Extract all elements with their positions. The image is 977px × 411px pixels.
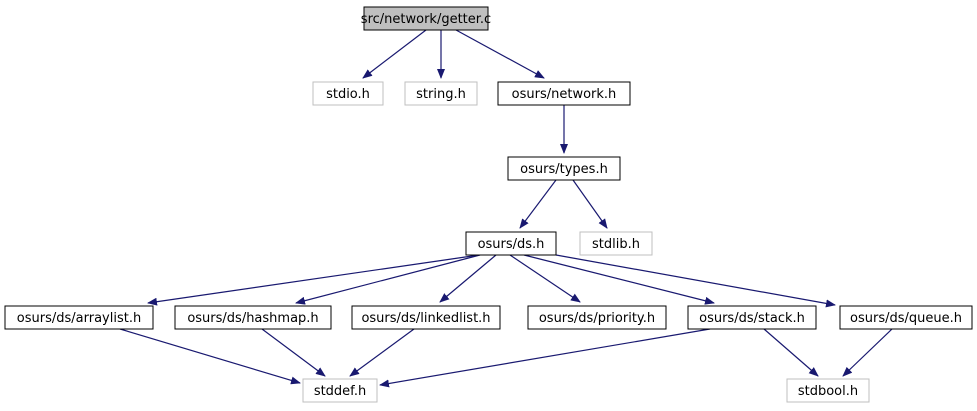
node-label: stdbool.h	[798, 384, 858, 399]
node-hashmap-h[interactable]: osurs/ds/hashmap.h	[174, 305, 332, 330]
edge-linkedlist-h-to-stddef-h	[349, 328, 415, 377]
edge-ds-h-to-queue-h	[555, 254, 836, 308]
node-label: osurs/ds.h	[478, 237, 545, 252]
node-stddef-h[interactable]: stddef.h	[302, 378, 378, 403]
node-label: string.h	[416, 87, 466, 102]
node-label: osurs/ds/hashmap.h	[187, 311, 318, 326]
node-label: osurs/ds/priority.h	[539, 311, 655, 326]
node-stdio-h[interactable]: stdio.h	[312, 81, 384, 106]
edge-types-h-to-stdlib-h	[572, 179, 608, 229]
node-network-h[interactable]: osurs/network.h	[497, 81, 631, 106]
node-box	[363, 6, 489, 31]
edge-ds-h-to-arraylist-h	[147, 254, 480, 306]
node-label: stdio.h	[326, 87, 370, 102]
node-label: stddef.h	[314, 384, 366, 399]
node-stdlib-h[interactable]: stdlib.h	[579, 231, 653, 256]
node-ds-h[interactable]: osurs/ds.h	[465, 231, 557, 256]
node-linkedlist-h[interactable]: osurs/ds/linkedlist.h	[351, 305, 501, 330]
node-box	[687, 305, 817, 330]
node-stack-h[interactable]: osurs/ds/stack.h	[687, 305, 817, 330]
node-label: osurs/network.h	[512, 87, 617, 102]
node-queue-h[interactable]: osurs/ds/queue.h	[839, 305, 973, 330]
node-priority-h[interactable]: osurs/ds/priority.h	[527, 305, 667, 330]
edge-ds-h-to-linkedlist-h	[439, 254, 497, 303]
edge-stack-h-to-stdbool-h	[763, 328, 819, 377]
edge-hashmap-h-to-stddef-h	[261, 328, 326, 377]
edge-ds-h-to-priority-h	[509, 254, 581, 303]
node-string-h[interactable]: string.h	[404, 81, 478, 106]
edge-ds-h-to-hashmap-h	[295, 254, 481, 305]
node-arraylist-h[interactable]: osurs/ds/arraylist.h	[4, 305, 154, 330]
node-box	[786, 378, 870, 403]
edge-arraylist-h-to-stddef-h	[119, 328, 301, 385]
node-label: osurs/ds/stack.h	[699, 311, 805, 326]
node-box	[507, 156, 621, 181]
node-box	[404, 81, 478, 106]
node-box	[4, 305, 154, 330]
node-box	[174, 305, 332, 330]
node-label: src/network/getter.c	[361, 12, 491, 27]
node-box	[579, 231, 653, 256]
edge-stack-h-to-stddef-h	[379, 328, 711, 388]
node-label: osurs/ds/arraylist.h	[17, 311, 141, 326]
edges-layer	[119, 29, 893, 388]
node-label: osurs/ds/queue.h	[850, 311, 962, 326]
node-label: osurs/types.h	[520, 162, 608, 177]
node-stdbool-h[interactable]: stdbool.h	[786, 378, 870, 403]
node-box	[527, 305, 667, 330]
node-getter-c[interactable]: src/network/getter.c	[361, 6, 491, 31]
node-box	[497, 81, 631, 106]
node-box	[839, 305, 973, 330]
node-label: stdlib.h	[592, 237, 640, 252]
node-box	[312, 81, 384, 106]
edge-getter-c-to-network-h	[455, 29, 545, 79]
edge-ds-h-to-stack-h	[523, 254, 715, 305]
node-box	[302, 378, 378, 403]
node-box	[465, 231, 557, 256]
nodes-layer: src/network/getter.c stdio.h string.h osurs…	[4, 6, 973, 403]
edge-getter-c-to-stdio-h	[362, 29, 427, 79]
node-types-h[interactable]: osurs/types.h	[507, 156, 621, 181]
node-box	[351, 305, 501, 330]
node-label: osurs/ds/linkedlist.h	[361, 311, 490, 326]
edge-types-h-to-ds-h	[519, 179, 557, 229]
edge-queue-h-to-stdbool-h	[842, 328, 893, 377]
